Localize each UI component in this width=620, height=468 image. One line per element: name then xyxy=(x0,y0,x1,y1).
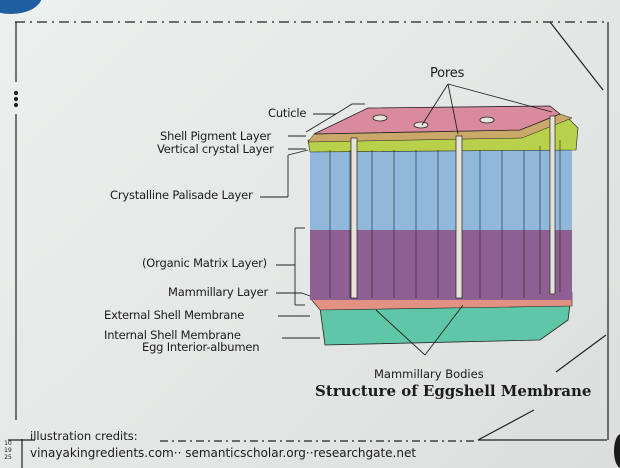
pore-canals xyxy=(350,115,556,299)
cuticle-layer xyxy=(313,105,561,135)
credits-label: illustration credits: xyxy=(30,429,138,443)
label-shell-pigment-layer: Shell Pigment Layer xyxy=(160,129,271,143)
label-crystalline-palisade-layer: Crystalline Palisade Layer xyxy=(110,188,253,202)
dark-object-edge xyxy=(614,434,620,468)
label-mammillary-bodies: Mammillary Bodies xyxy=(374,367,484,381)
label-mammillary-layer: Mammillary Layer xyxy=(168,285,269,299)
credits-sources: vinayakingredients.com·· semanticscholar… xyxy=(30,446,417,460)
date-note: 10 19 25 xyxy=(3,440,13,461)
label-organic-matrix-layer: (Organic Matrix Layer) xyxy=(142,256,267,270)
palisade-layer xyxy=(310,150,572,230)
pores xyxy=(372,114,495,129)
palisade-columns xyxy=(329,140,561,298)
leader-lines xyxy=(260,83,553,356)
label-egg-interior: Egg Interior-albumen xyxy=(142,340,260,354)
label-pores: Pores xyxy=(430,66,465,81)
internal-shell-membrane-layer xyxy=(319,303,571,346)
label-cuticle: Cuticle xyxy=(268,106,307,120)
page-frame xyxy=(8,21,609,468)
label-external-shell-membrane: External Shell Membrane xyxy=(104,308,245,322)
diagram-title: Structure of Eggshell Membrane xyxy=(315,382,592,400)
organic-matrix-layer xyxy=(310,225,572,300)
date-day: 19 xyxy=(4,447,12,454)
date-month: 10 xyxy=(4,440,12,447)
label-vertical-crystal-layer: Vertical crystal Layer xyxy=(157,142,274,156)
date-year: 25 xyxy=(4,454,12,461)
label-internal-shell-membrane: Internal Shell Membrane xyxy=(104,328,241,342)
